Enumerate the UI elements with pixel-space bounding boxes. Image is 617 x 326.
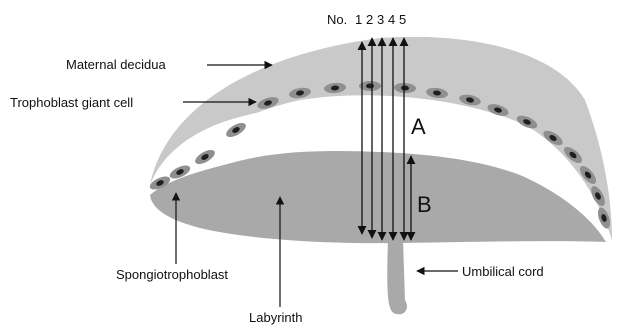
measurement-header: No.	[327, 12, 347, 27]
measurement-number-4: 4	[388, 12, 395, 27]
trophoblast-giant-cell-label: Trophoblast giant cell	[10, 95, 133, 110]
measurement-number-3: 3	[377, 12, 384, 27]
maternal-decidua-label: Maternal decidua	[66, 57, 166, 72]
measurement-number-1: 1	[355, 12, 362, 27]
umbilical-cord-label: Umbilical cord	[462, 264, 544, 279]
region-b-label: B	[417, 192, 432, 217]
measurement-number-2: 2	[366, 12, 373, 27]
spongiotrophoblast-label: Spongiotrophoblast	[116, 267, 228, 282]
labyrinth-label: Labyrinth	[249, 310, 302, 325]
measurement-number-5: 5	[399, 12, 406, 27]
umbilical-cord-shape	[387, 240, 407, 314]
region-a-label: A	[411, 114, 426, 139]
